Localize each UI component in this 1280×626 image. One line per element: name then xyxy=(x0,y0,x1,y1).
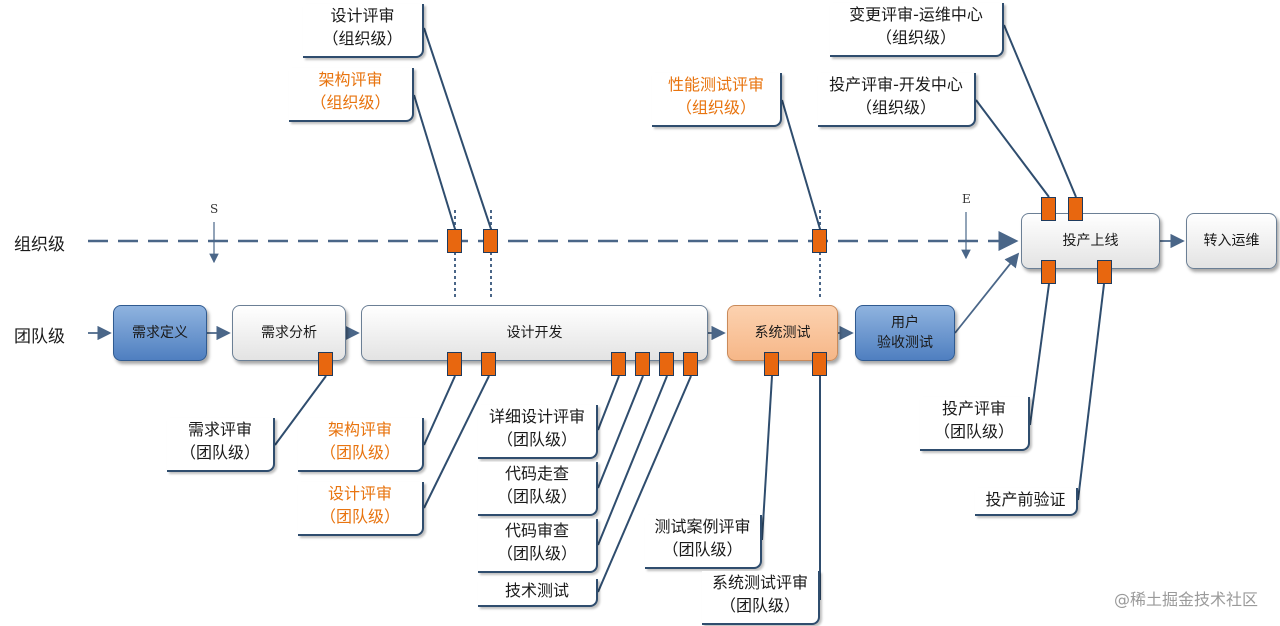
callout-leader-lines xyxy=(274,24,1105,600)
callout-line: （团队级） xyxy=(496,430,577,449)
gate-release-review-team xyxy=(1041,260,1056,284)
callout-detail-design-team: 详细设计评审 （团队级） xyxy=(478,405,598,459)
callout-line: 设计评审 xyxy=(330,6,395,25)
process-label-line1: 用户 xyxy=(891,315,919,331)
gate-req-review-team xyxy=(318,352,333,376)
start-marker: S xyxy=(210,202,219,216)
callout-perf-review-org: 性能测试评审 （组织级） xyxy=(652,73,782,127)
callout-line: 代码审查 xyxy=(504,521,569,540)
gate-arch-review-team xyxy=(447,352,462,376)
callout-line: （团队级） xyxy=(319,507,400,526)
process-user-acceptance-test[interactable]: 用户 验收测试 xyxy=(855,305,955,361)
gate-systest-review-team xyxy=(812,352,827,376)
callout-line: （团队级） xyxy=(933,422,1014,441)
process-requirement-definition[interactable]: 需求定义 xyxy=(113,305,207,361)
callout-line: （组织级） xyxy=(675,98,756,117)
gate-tech-test xyxy=(683,352,698,376)
flow-arrows xyxy=(88,233,1185,341)
gate-release-review-org xyxy=(1041,197,1056,221)
callout-line: （组织级） xyxy=(875,28,956,47)
callout-line: 详细设计评审 xyxy=(488,407,585,426)
end-marker: E xyxy=(962,192,971,206)
marker-arrows xyxy=(209,212,971,264)
gate-code-walk-team xyxy=(635,352,650,376)
callout-line: 投产前验证 xyxy=(985,490,1066,509)
watermark: @稀土掘金技术社区 xyxy=(1113,590,1258,609)
callout-line: 架构评审 xyxy=(327,420,392,439)
process-design-development[interactable]: 设计开发 xyxy=(361,305,708,361)
callout-line: （组织级） xyxy=(322,29,403,48)
callout-line: （团队级） xyxy=(719,596,800,615)
callout-line: （团队级） xyxy=(319,443,400,462)
vertical-dotted-guides xyxy=(454,210,821,300)
callout-line: 需求评审 xyxy=(187,420,252,439)
callout-line: 投产评审-开发中心 xyxy=(829,75,963,94)
callout-release-review-team: 投产评审 （团队级） xyxy=(920,397,1030,451)
callout-tech-test: 技术测试 xyxy=(478,579,598,607)
callout-arch-review-org: 架构评审 （组织级） xyxy=(289,68,414,122)
process-label: 设计开发 xyxy=(506,325,563,341)
callout-systest-review-team: 系统测试评审 （团队级） xyxy=(702,571,820,625)
process-label: 转入运维 xyxy=(1203,233,1260,249)
callout-line: 测试案例评审 xyxy=(654,517,751,536)
process-requirement-analysis[interactable]: 需求分析 xyxy=(232,305,346,361)
callout-line: （团队级） xyxy=(179,443,260,462)
process-label: 需求定义 xyxy=(132,325,188,341)
callout-testcase-review-team: 测试案例评审 （团队级） xyxy=(645,515,762,569)
process-system-test[interactable]: 系统测试 xyxy=(727,305,838,361)
process-go-live[interactable]: 投产上线 xyxy=(1021,213,1160,269)
callout-line: 投产评审 xyxy=(941,399,1006,418)
process-transfer-to-ops[interactable]: 转入运维 xyxy=(1186,213,1277,269)
gate-design-review-org xyxy=(483,229,498,253)
callout-line: （团队级） xyxy=(662,540,743,559)
process-label: 需求分析 xyxy=(261,325,317,341)
callout-pre-release-verify: 投产前验证 xyxy=(975,488,1078,516)
callout-line: 变更评审-运维中心 xyxy=(849,5,983,24)
callout-line: （组织级） xyxy=(310,93,391,112)
gate-code-review-team xyxy=(659,352,674,376)
callout-code-walk-team: 代码走查 （团队级） xyxy=(478,462,598,516)
callout-release-review-org: 投产评审-开发中心 （组织级） xyxy=(818,73,976,127)
callout-line: （团队级） xyxy=(496,544,577,563)
gate-change-review-org xyxy=(1068,197,1083,221)
callout-design-review-team: 设计评审 （团队级） xyxy=(298,482,424,536)
callout-line: 系统测试评审 xyxy=(711,573,808,592)
gate-perf-review-org xyxy=(812,229,827,253)
gate-detail-design-team xyxy=(611,352,626,376)
callout-line: 架构评审 xyxy=(318,70,383,89)
callout-line: （团队级） xyxy=(496,487,577,506)
gate-testcase-review-team xyxy=(764,352,779,376)
process-label: 投产上线 xyxy=(1062,233,1119,249)
callout-code-review-team: 代码审查 （团队级） xyxy=(478,519,598,573)
callout-arch-review-team: 架构评审 （团队级） xyxy=(298,418,424,472)
gate-pre-release-verify xyxy=(1097,260,1112,284)
callout-line: 代码走查 xyxy=(504,464,569,483)
gate-design-review-team xyxy=(481,352,496,376)
callout-line: 性能测试评审 xyxy=(667,75,764,94)
callout-change-review-org: 变更评审-运维中心 （组织级） xyxy=(830,3,1004,57)
callout-req-review-team: 需求评审 （团队级） xyxy=(167,418,275,472)
process-label: 系统测试 xyxy=(754,325,811,341)
callout-line: 设计评审 xyxy=(327,484,392,503)
lane-label-team: 团队级 xyxy=(14,327,65,347)
lane-label-org: 组织级 xyxy=(14,235,65,255)
callout-line: （组织级） xyxy=(855,98,936,117)
callout-design-review-org: 设计评审 （组织级） xyxy=(303,4,424,58)
callout-line: 技术测试 xyxy=(504,581,569,600)
gate-arch-review-org xyxy=(447,229,462,253)
process-label-line2: 验收测试 xyxy=(877,335,933,351)
